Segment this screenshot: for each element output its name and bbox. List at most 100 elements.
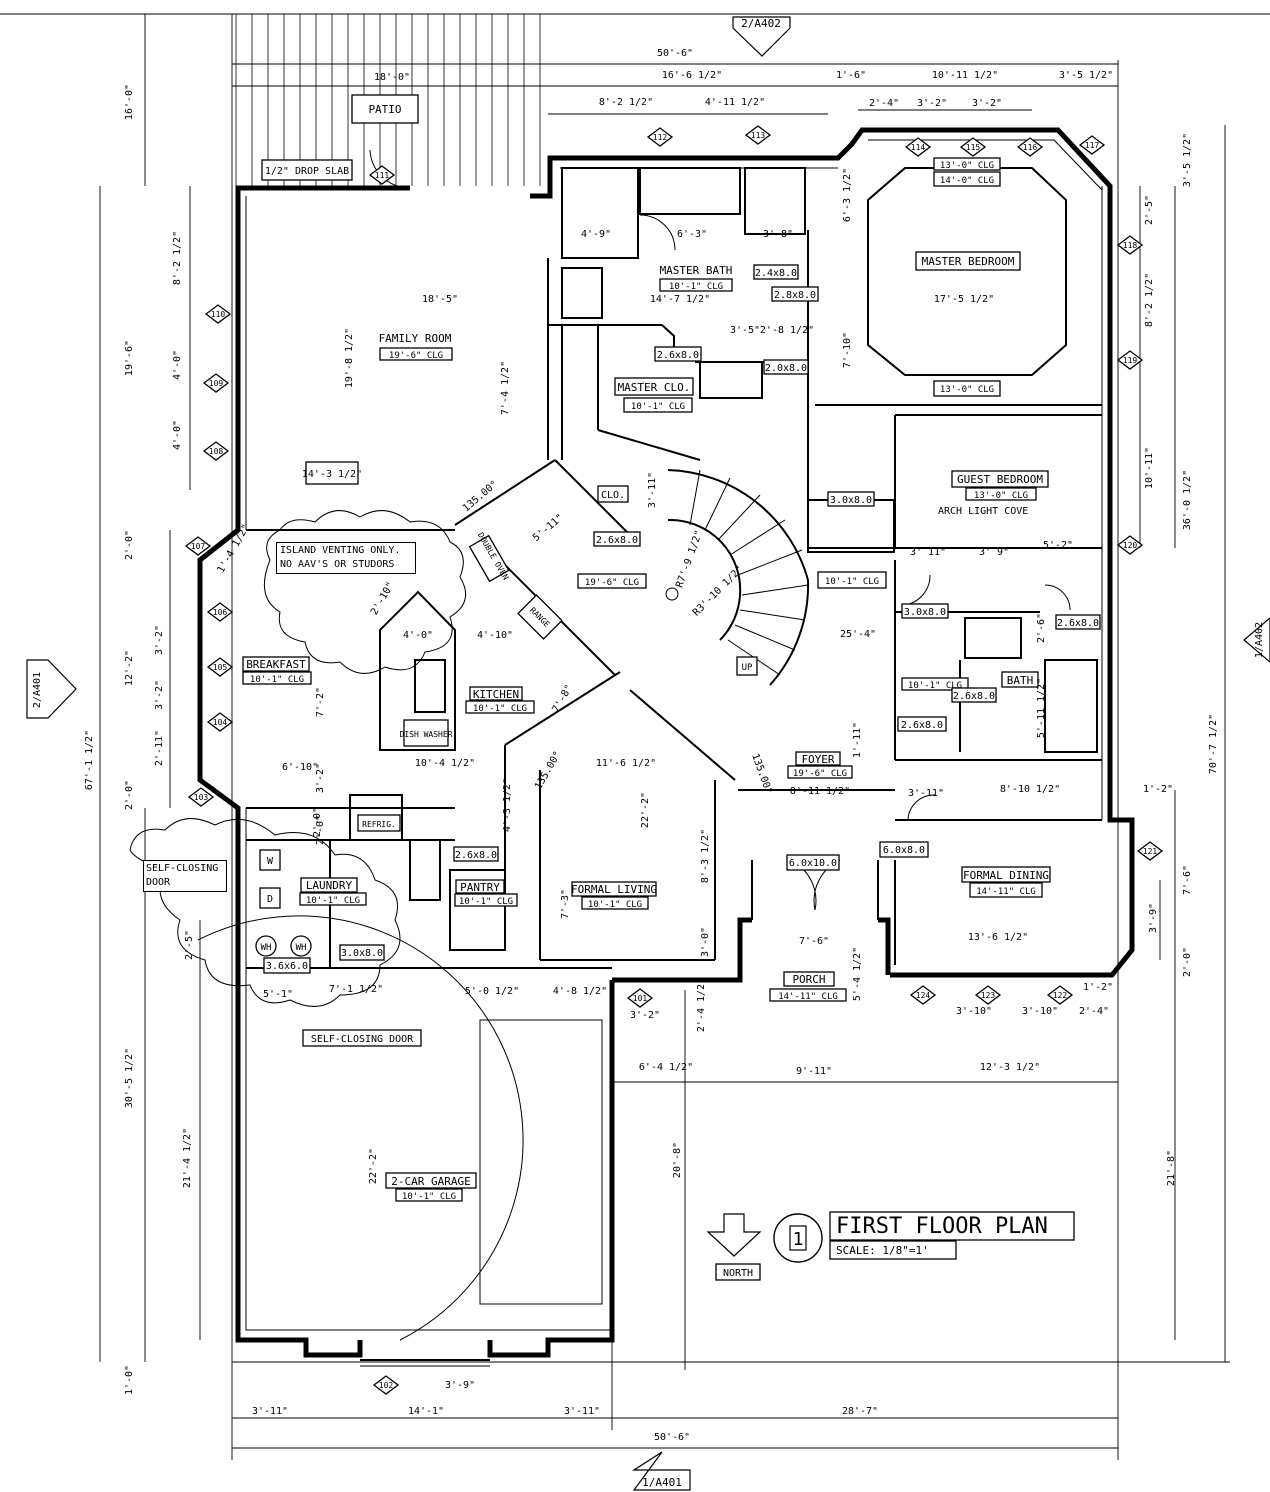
svg-text:5'-11": 5'-11"	[531, 512, 566, 544]
svg-text:3' 9": 3' 9"	[979, 547, 1009, 558]
svg-text:4'-9": 4'-9"	[581, 229, 611, 240]
svg-text:6'-3": 6'-3"	[677, 229, 707, 240]
north-arrow-icon	[706, 1213, 762, 1257]
room-name: MASTER BEDROOM	[922, 255, 1015, 268]
svg-text:3'-11": 3'-11"	[908, 788, 944, 799]
svg-text:111: 111	[375, 171, 390, 180]
svg-text:8'-10 1/2": 8'-10 1/2"	[1000, 784, 1060, 795]
svg-text:120: 120	[1123, 541, 1138, 550]
room-ceiling: 14'-11" CLG	[976, 887, 1036, 897]
room-name: FORMAL LIVING	[571, 883, 657, 896]
plan-title: FIRST FLOOR PLAN	[836, 1214, 1048, 1239]
svg-text:14'-0" CLG: 14'-0" CLG	[940, 176, 994, 186]
svg-text:8'-2 1/2": 8'-2 1/2"	[172, 231, 183, 285]
svg-text:3'-2": 3'-2"	[315, 763, 326, 793]
title-number: 1	[793, 1229, 804, 1250]
section-ref-bottom[interactable]: 1/A401	[642, 1476, 682, 1489]
svg-text:6'-10": 6'-10"	[282, 762, 318, 773]
svg-text:70'-7 1/2": 70'-7 1/2"	[1208, 714, 1219, 774]
title-block: NORTH 1 FIRST FLOOR PLAN SCALE: 1/8"=1'	[706, 1211, 1075, 1281]
svg-text:106: 106	[213, 608, 228, 617]
svg-text:122: 122	[1053, 991, 1068, 1000]
svg-text:2'-5": 2'-5"	[184, 930, 195, 960]
svg-text:7'-2": 7'-2"	[315, 687, 326, 717]
svg-text:REFRIG.: REFRIG.	[362, 820, 396, 829]
room-name: LAUNDRY	[306, 879, 353, 892]
section-ref-right[interactable]: 1/A402	[1254, 622, 1265, 658]
self-closing-note-2: SELF-CLOSING DOOR	[311, 1034, 414, 1045]
svg-text:25'-4": 25'-4"	[840, 629, 876, 640]
room-ceiling: 13'-0" CLG	[974, 491, 1028, 501]
room-name: BREAKFAST	[246, 658, 306, 671]
svg-text:1'-2": 1'-2"	[1083, 982, 1113, 993]
svg-text:2'-0": 2'-0"	[1182, 947, 1193, 977]
svg-text:3.0x8.0: 3.0x8.0	[830, 495, 872, 506]
svg-text:115: 115	[966, 143, 981, 152]
room-name: BATH	[1007, 674, 1034, 687]
exterior-walls	[197, 127, 1135, 1367]
svg-text:4'-10": 4'-10"	[477, 630, 513, 641]
svg-text:3'-5 1/2": 3'-5 1/2"	[1182, 133, 1193, 187]
svg-text:3'-5 1/2": 3'-5 1/2"	[1059, 70, 1113, 81]
notes: 1/2" DROP SLAB ISLAND VENTING ONLY. NO A…	[143, 159, 1028, 1047]
svg-text:W: W	[267, 856, 274, 867]
svg-text:116: 116	[1023, 143, 1038, 152]
svg-text:1'-11": 1'-11"	[852, 722, 863, 758]
svg-text:1'-6": 1'-6"	[836, 70, 866, 81]
svg-text:16'-6 1/2": 16'-6 1/2"	[662, 70, 722, 81]
svg-text:121: 121	[1143, 847, 1158, 856]
svg-text:21'-4 1/2": 21'-4 1/2"	[182, 1128, 193, 1188]
svg-text:14'-3 1/2": 14'-3 1/2"	[302, 469, 362, 480]
svg-text:3.0x8.0: 3.0x8.0	[904, 607, 946, 618]
drop-slab-note: 1/2" DROP SLAB	[265, 166, 349, 177]
svg-text:124: 124	[916, 991, 931, 1000]
room-name: FOYER	[801, 753, 834, 766]
svg-text:10'-11 1/2": 10'-11 1/2"	[932, 70, 998, 81]
svg-text:4'-0": 4'-0"	[172, 420, 183, 450]
svg-text:3'-0": 3'-0"	[700, 927, 711, 957]
svg-text:14'-7 1/2": 14'-7 1/2"	[650, 294, 710, 305]
svg-text:7'-6": 7'-6"	[799, 936, 829, 947]
svg-text:18'-0": 18'-0"	[374, 72, 410, 83]
svg-text:4'-0": 4'-0"	[172, 350, 183, 380]
section-ref-left[interactable]: 2/A401	[32, 672, 43, 708]
door-swings	[197, 149, 1071, 1341]
north-label: NORTH	[723, 1268, 753, 1279]
svg-text:6.0x8.0: 6.0x8.0	[883, 845, 925, 856]
revision-clouds	[129, 510, 467, 1007]
svg-text:3'-10": 3'-10"	[956, 1006, 992, 1017]
svg-text:13'-0" CLG: 13'-0" CLG	[940, 161, 994, 171]
room-ceiling: 10'-1" CLG	[306, 896, 360, 906]
ceiling-tags: 13'-0" CLG 14'-0" CLG 19'-6" CLG 10'-1" …	[577, 157, 1001, 589]
svg-text:3'-10": 3'-10"	[1022, 1006, 1058, 1017]
svg-text:3'-2": 3'-2"	[972, 98, 1002, 109]
room-ceiling: 19'-6" CLG	[793, 769, 847, 779]
svg-text:1'-0": 1'-0"	[124, 1365, 135, 1395]
svg-text:6'-4 1/2": 6'-4 1/2"	[639, 1062, 693, 1073]
svg-text:50'-6": 50'-6"	[657, 48, 693, 59]
svg-text:DISH WASHER: DISH WASHER	[400, 730, 453, 739]
room-ceiling: 10'-1" CLG	[631, 402, 685, 412]
svg-text:4'-0": 4'-0"	[403, 630, 433, 641]
section-ref-top[interactable]: 2/A402	[741, 17, 781, 30]
room-name: 2-CAR GARAGE	[391, 1175, 470, 1188]
svg-text:2'-4 1/2": 2'-4 1/2"	[696, 978, 707, 1032]
svg-text:109: 109	[209, 379, 224, 388]
room-name: PATIO	[368, 103, 401, 116]
svg-text:8'-2 1/2": 8'-2 1/2"	[1144, 273, 1155, 327]
svg-text:2'-6": 2'-6"	[1036, 613, 1047, 643]
svg-text:D: D	[267, 894, 273, 905]
svg-text:101: 101	[633, 994, 648, 1003]
room-ceiling: 10'-1" CLG	[250, 675, 304, 685]
svg-text:WH: WH	[261, 943, 272, 953]
svg-text:67'-1 1/2": 67'-1 1/2"	[84, 730, 95, 790]
svg-text:14'-1": 14'-1"	[408, 1406, 444, 1417]
svg-text:36'-0 1/2": 36'-0 1/2"	[1182, 470, 1193, 530]
svg-text:114: 114	[911, 143, 926, 152]
svg-text:4'-8 1/2": 4'-8 1/2"	[553, 986, 607, 997]
svg-text:13'-6 1/2": 13'-6 1/2"	[968, 932, 1028, 943]
svg-text:2.6x8.0: 2.6x8.0	[1057, 618, 1099, 629]
svg-text:5'-4 1/2": 5'-4 1/2"	[852, 947, 863, 1001]
room-name: FAMILY ROOM	[379, 332, 452, 345]
section-markers	[26, 16, 1270, 1491]
